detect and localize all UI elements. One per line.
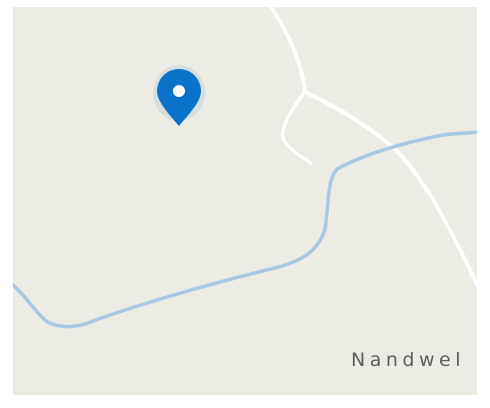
road-west-spur (281, 90, 313, 165)
road-east (303, 90, 477, 287)
map-view[interactable]: Nandwel (13, 7, 477, 395)
map-pin-icon (157, 69, 201, 126)
map-canvas (13, 7, 477, 329)
location-marker[interactable] (153, 65, 205, 126)
road-north (269, 7, 307, 94)
place-label: Nandwel (351, 349, 465, 371)
road-network (269, 7, 477, 287)
river (13, 130, 477, 329)
marker-center-dot (173, 85, 185, 97)
